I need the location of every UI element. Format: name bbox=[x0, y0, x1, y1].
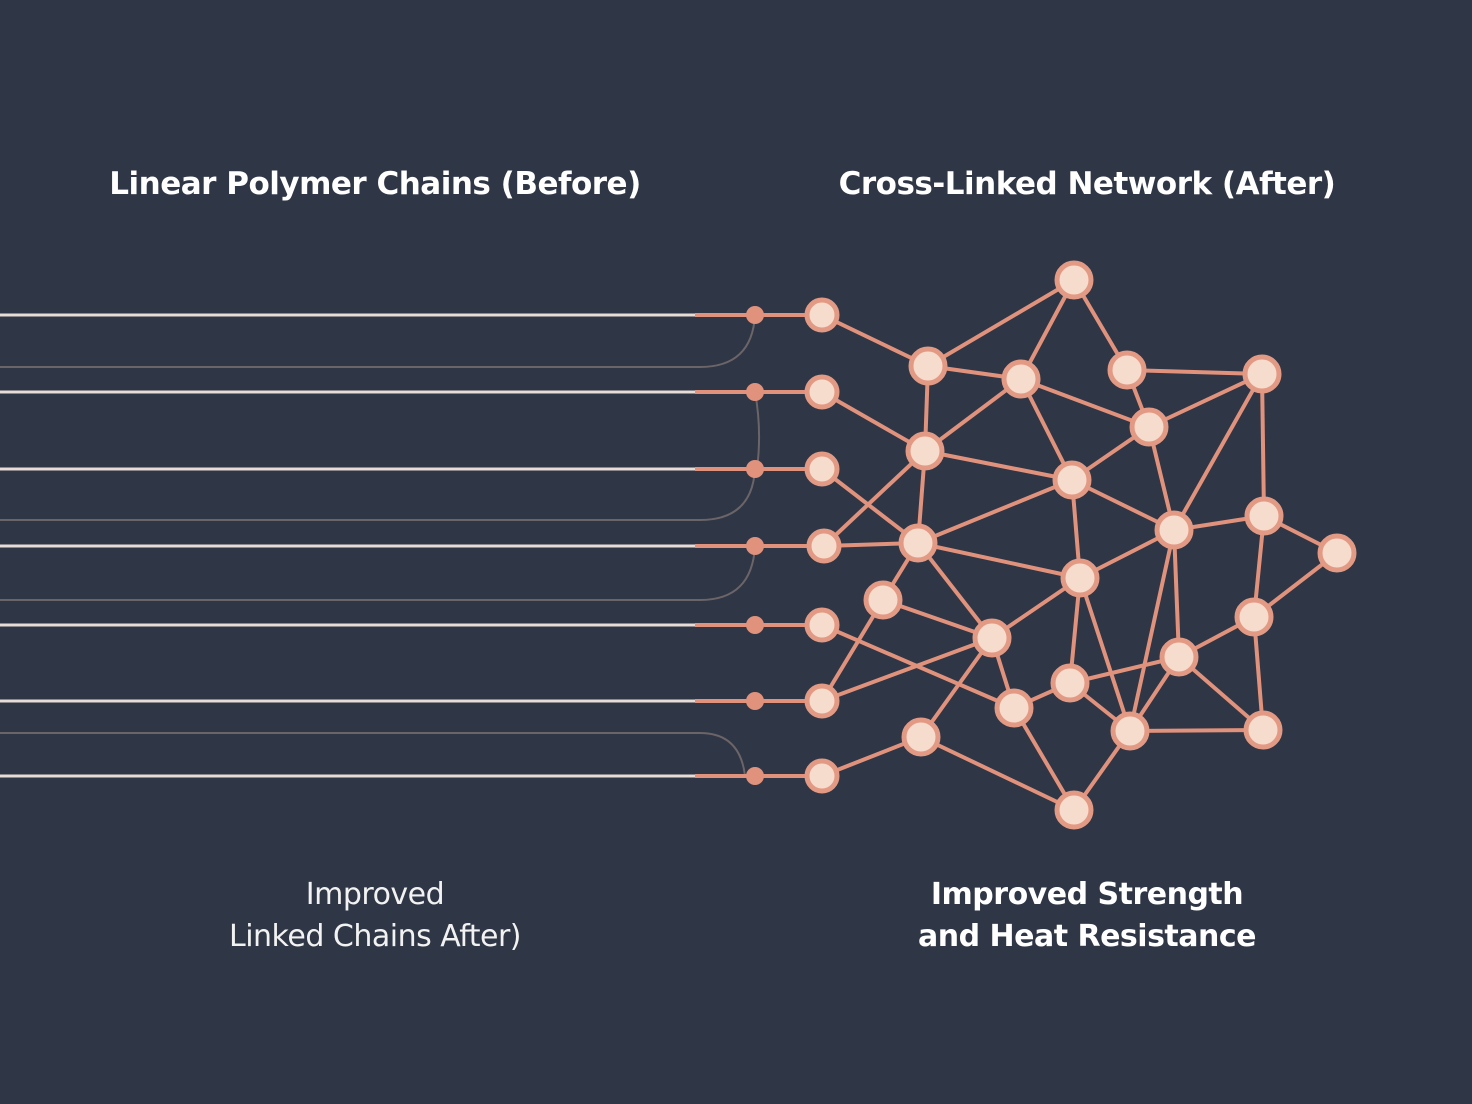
network-node bbox=[863, 580, 903, 620]
junction-dot bbox=[746, 616, 764, 634]
junction-dot bbox=[746, 537, 764, 555]
cross-link-bond bbox=[820, 598, 885, 703]
cross-link-bond bbox=[1148, 372, 1263, 429]
faint-chain-link bbox=[0, 732, 746, 777]
cross-link-bond bbox=[920, 735, 1075, 812]
linear-chains-title: Linear Polymer Chains (Before) bbox=[109, 166, 641, 202]
network-node bbox=[1052, 460, 1092, 500]
network-node bbox=[901, 717, 941, 757]
network-node bbox=[1129, 407, 1169, 447]
cross-link-bond bbox=[917, 478, 1073, 545]
cross-link-bond bbox=[926, 278, 1076, 368]
network-node bbox=[804, 607, 840, 643]
faint-chain-link bbox=[0, 314, 756, 368]
cross-link-bond bbox=[916, 541, 994, 640]
network-node bbox=[1001, 359, 1041, 399]
cross-link-bond bbox=[924, 449, 1073, 482]
network-node bbox=[1243, 710, 1283, 750]
network-node bbox=[804, 297, 840, 333]
cross-link-bond bbox=[821, 313, 929, 368]
junction-dot bbox=[746, 767, 764, 785]
junction-dot bbox=[746, 383, 764, 401]
cross-link-bond bbox=[821, 390, 926, 453]
network-node bbox=[972, 618, 1012, 658]
network-node bbox=[898, 523, 938, 563]
network-node bbox=[1107, 350, 1147, 390]
cross-link-bond bbox=[820, 467, 920, 545]
network-node bbox=[804, 451, 840, 487]
network-node bbox=[1054, 790, 1094, 830]
cross-link-bond bbox=[1020, 377, 1150, 429]
faint-chain-link bbox=[754, 391, 761, 470]
cross-link-bond bbox=[923, 377, 1023, 453]
left-caption-line2: Linked Chains After) bbox=[228, 919, 522, 954]
network-node bbox=[1054, 260, 1094, 300]
network-node bbox=[1159, 637, 1199, 677]
network-node bbox=[1060, 558, 1100, 598]
network-node bbox=[804, 374, 840, 410]
cross-link-bond bbox=[1128, 529, 1176, 732]
cross-link-bond bbox=[1260, 373, 1266, 517]
network-node bbox=[804, 758, 840, 794]
network-node bbox=[1154, 510, 1194, 550]
network-node bbox=[1244, 496, 1284, 536]
network-node bbox=[806, 528, 842, 564]
right-caption-line1: Improved Strength bbox=[930, 877, 1244, 912]
network-node bbox=[1050, 663, 1090, 703]
cross-link-bond bbox=[1172, 529, 1181, 658]
cross-link-bond bbox=[1126, 368, 1263, 376]
network-node bbox=[1317, 533, 1357, 573]
junction-dot bbox=[746, 460, 764, 478]
network-node bbox=[1242, 354, 1282, 394]
cross-link-bond bbox=[917, 541, 1081, 580]
faint-chain-link bbox=[0, 468, 756, 521]
cross-link-bond bbox=[1078, 577, 1132, 732]
network-node bbox=[905, 431, 945, 471]
left-caption-line1: Improved bbox=[305, 877, 445, 912]
network-node bbox=[1110, 711, 1150, 751]
network-node bbox=[908, 346, 948, 386]
faint-chain-link bbox=[0, 545, 756, 601]
cross-link-bond bbox=[822, 449, 927, 548]
right-caption-line2: and Heat Resistance bbox=[917, 919, 1257, 954]
cross-link-bond bbox=[1012, 706, 1076, 812]
cross-link-bond bbox=[1172, 373, 1264, 531]
right-caption: Improved Strength and Heat Resistance bbox=[917, 874, 1257, 958]
cross-link-bond bbox=[919, 636, 994, 739]
junction-dot bbox=[746, 692, 764, 710]
network-node bbox=[1234, 597, 1274, 637]
cross-link-bond bbox=[821, 636, 993, 703]
cross-linked-network-title: Cross-Linked Network (After) bbox=[838, 166, 1336, 202]
left-caption: Improved Linked Chains After) bbox=[228, 874, 522, 958]
cross-link-bond bbox=[1129, 728, 1264, 733]
network-node bbox=[804, 683, 840, 719]
junction-dot bbox=[746, 306, 764, 324]
network-node bbox=[994, 688, 1034, 728]
